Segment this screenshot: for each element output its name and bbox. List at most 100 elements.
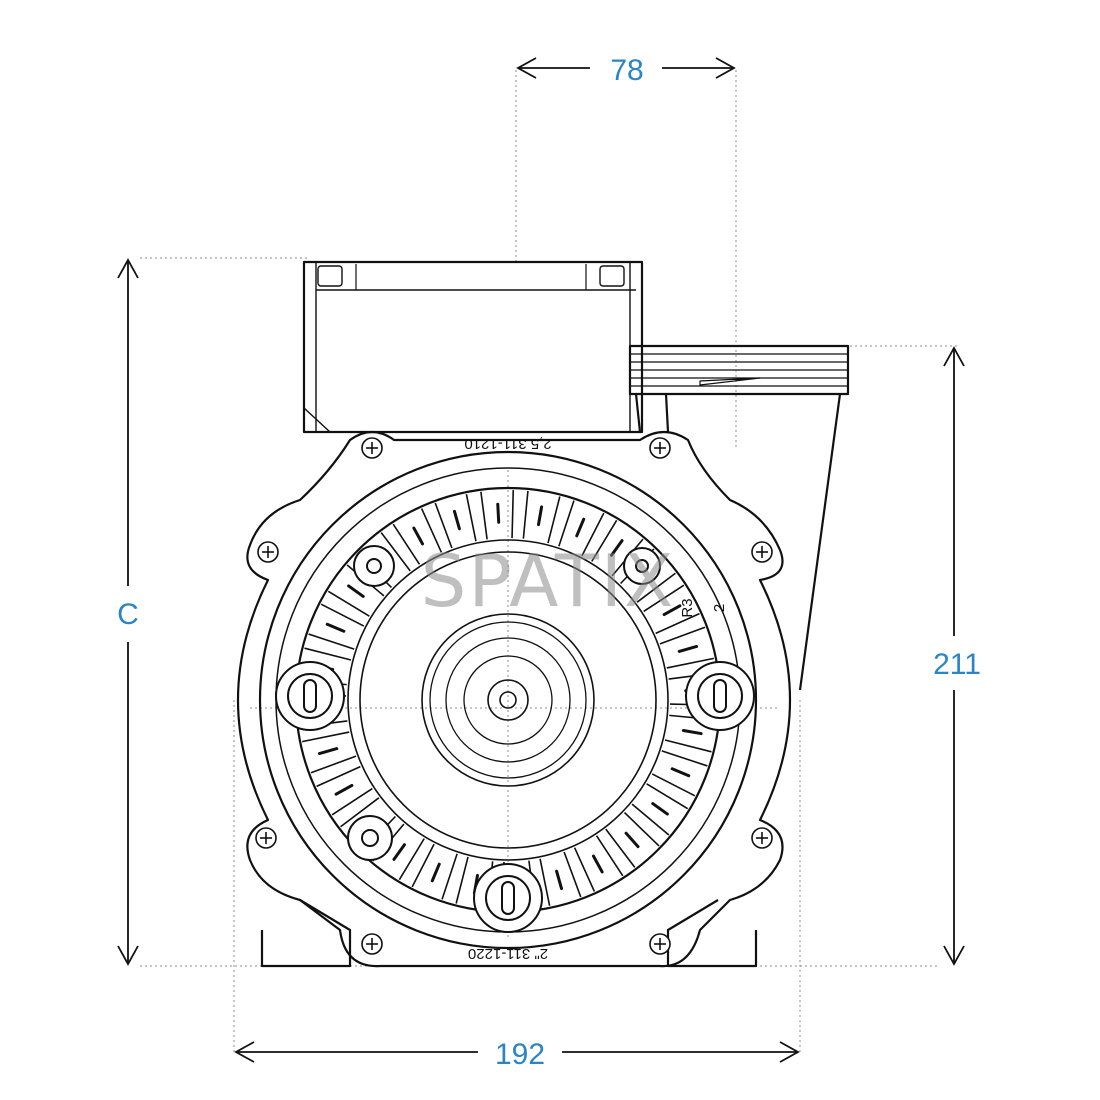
dim-c-label: C bbox=[117, 598, 139, 631]
screw-icon bbox=[751, 827, 773, 849]
dim-211-label: 211 bbox=[933, 648, 981, 681]
rib-line bbox=[331, 787, 373, 816]
rib-slot bbox=[496, 502, 501, 524]
watermark-text: SPATIX bbox=[421, 539, 676, 623]
rib-slot bbox=[412, 526, 425, 546]
rib-line bbox=[480, 491, 488, 540]
drain-plugs bbox=[275, 545, 755, 933]
rib-slot bbox=[624, 831, 640, 849]
rib-line bbox=[380, 532, 411, 572]
side-mark-2: 2 bbox=[711, 604, 728, 612]
rib-line bbox=[547, 496, 561, 544]
rib-line bbox=[636, 572, 676, 603]
rib-slot bbox=[681, 729, 703, 736]
rib-line bbox=[646, 783, 689, 810]
rib-line bbox=[661, 750, 708, 767]
screw-icon bbox=[257, 541, 279, 563]
casing-screws bbox=[255, 437, 773, 955]
screw-icon bbox=[751, 541, 773, 563]
terminal-box bbox=[302, 260, 644, 434]
rib-slot bbox=[555, 869, 564, 891]
rib-slot bbox=[610, 539, 624, 557]
rib-line bbox=[655, 612, 700, 635]
rib-line bbox=[434, 502, 453, 549]
top-rim-label: 2,5 311-1210 bbox=[464, 435, 551, 452]
bottom-rim-label: 2" 311-1220 bbox=[468, 945, 548, 962]
volute-casing bbox=[236, 430, 792, 968]
shaft bbox=[499, 691, 517, 709]
rib-line bbox=[643, 584, 685, 613]
right-foot bbox=[666, 899, 758, 968]
lug-lower-left bbox=[347, 815, 393, 861]
rib-line bbox=[539, 858, 551, 906]
rib-line bbox=[651, 773, 696, 797]
rib-slot bbox=[317, 747, 339, 756]
rib-line bbox=[310, 755, 357, 774]
rib-ring bbox=[347, 539, 669, 861]
outer-rim bbox=[258, 450, 758, 950]
rib-slot bbox=[662, 604, 682, 617]
rib-line bbox=[563, 851, 582, 898]
rib-line bbox=[623, 811, 660, 847]
dimension-lines bbox=[117, 57, 965, 1063]
hub-ring-4 bbox=[463, 655, 553, 745]
dim-c-line bbox=[117, 258, 139, 966]
rib-slot bbox=[347, 584, 365, 598]
rib-line bbox=[465, 494, 477, 542]
rib-line bbox=[441, 853, 458, 900]
rib-line bbox=[340, 797, 380, 828]
rib-line bbox=[595, 835, 624, 877]
rib-line bbox=[420, 508, 443, 553]
rib-line bbox=[320, 603, 365, 627]
rib-line bbox=[316, 765, 361, 788]
rib-line bbox=[666, 657, 714, 669]
side-mark-r3: R3 bbox=[679, 598, 696, 617]
rib-line bbox=[398, 838, 425, 881]
lug-upper-left bbox=[353, 545, 395, 587]
dim-192-label: 192 bbox=[495, 1038, 545, 1071]
plug-right bbox=[685, 661, 755, 731]
dim-211-line bbox=[943, 346, 965, 966]
rib-slot bbox=[591, 854, 604, 874]
rib-line bbox=[392, 523, 421, 565]
dimension-labels: 78 C 211 192 bbox=[117, 54, 981, 1071]
shaft-collar bbox=[487, 679, 529, 721]
rib-slot bbox=[430, 862, 441, 883]
hub-ring-3 bbox=[445, 637, 571, 763]
rib-slot bbox=[670, 767, 691, 778]
rib-line bbox=[581, 512, 605, 557]
lug-upper-right bbox=[623, 547, 661, 585]
rib-line bbox=[304, 647, 352, 661]
dim-78-line bbox=[516, 57, 736, 79]
rib-line bbox=[511, 490, 515, 539]
rib-slot bbox=[334, 783, 354, 796]
rib-line bbox=[659, 626, 706, 645]
outlet-pipe bbox=[628, 344, 850, 691]
screw-icon bbox=[361, 933, 383, 955]
rib-line bbox=[664, 739, 712, 753]
screw-icon bbox=[649, 933, 671, 955]
hub-ring-2 bbox=[429, 621, 587, 779]
rib-line bbox=[411, 843, 435, 888]
rib-line bbox=[573, 847, 596, 892]
screw-icon bbox=[361, 437, 383, 459]
screw-icon bbox=[255, 827, 277, 849]
rib-line bbox=[605, 828, 636, 868]
rib-slot bbox=[677, 644, 699, 653]
rib-line bbox=[308, 633, 355, 650]
screw-icon bbox=[649, 437, 671, 459]
left-foot bbox=[260, 899, 352, 968]
rib-line bbox=[631, 803, 670, 836]
rib-slot bbox=[651, 802, 669, 816]
rib-slot bbox=[537, 505, 544, 527]
rib-line bbox=[302, 731, 350, 743]
dim-192-line bbox=[234, 1041, 800, 1063]
rib-slot bbox=[575, 517, 586, 538]
rib-line bbox=[455, 856, 469, 904]
plug-left bbox=[275, 661, 345, 731]
dim-78-label: 78 bbox=[610, 54, 643, 87]
rib-line bbox=[522, 490, 529, 539]
rib-line bbox=[558, 500, 575, 547]
rib-slot bbox=[392, 843, 406, 861]
